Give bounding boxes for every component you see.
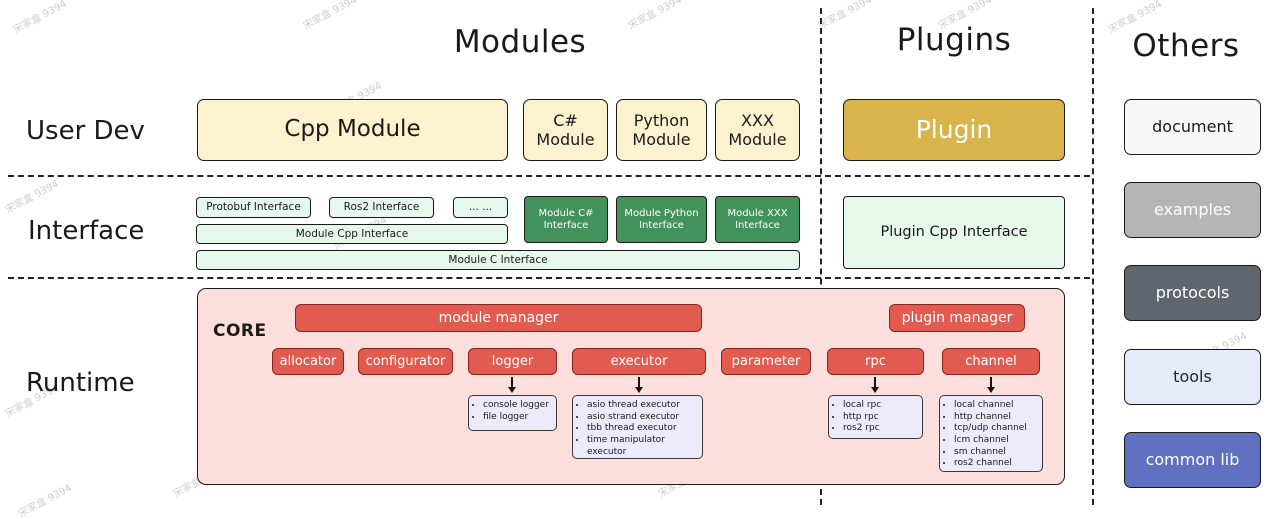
row-label-runtime: Runtime <box>26 368 135 398</box>
logger-arrow-icon <box>507 377 516 393</box>
cpp-module-box: Cpp Module <box>197 99 508 161</box>
watermark: 宋家盒 9394 <box>3 178 61 216</box>
ros2-interface-box: Ros2 Interface <box>329 197 434 218</box>
list-item: time manipulator executor <box>587 435 699 458</box>
csharp-module-box: C# Module <box>523 99 608 161</box>
list-item: ros2 rpc <box>843 423 881 435</box>
divider-userdev-interface <box>8 175 1090 177</box>
watermark: 宋家盒 9394 <box>16 482 74 519</box>
core-label: CORE <box>213 321 267 341</box>
list-item: console logger <box>483 400 549 412</box>
list-item: http rpc <box>843 412 881 424</box>
divider-plugins-others <box>1092 8 1094 505</box>
others-common-lib-box: common lib <box>1124 432 1261 488</box>
others-examples-box: examples <box>1124 182 1261 238</box>
channel-box: channel <box>942 348 1040 375</box>
list-item: local channel <box>954 400 1027 412</box>
channel-arrow-icon <box>986 377 995 393</box>
column-title-others: Others <box>1132 28 1240 64</box>
watermark: 宋家盒 9394 <box>11 0 69 36</box>
rpc-arrow-icon <box>870 377 879 393</box>
list-item: asio thread executor <box>587 400 699 412</box>
plugin-manager-box: plugin manager <box>889 304 1025 332</box>
others-tools-box: tools <box>1124 349 1261 405</box>
logger-backends-list: console logger file logger <box>468 395 557 431</box>
list-item: tcp/udp channel <box>954 423 1027 435</box>
rpc-box: rpc <box>827 348 924 375</box>
row-label-user-dev: User Dev <box>26 116 145 146</box>
column-title-modules: Modules <box>453 24 587 60</box>
others-protocols-box: protocols <box>1124 265 1261 321</box>
executor-backends-list: asio thread executor asio strand executo… <box>572 395 703 459</box>
module-python-interface-box: Module Python Interface <box>616 196 707 243</box>
python-module-box: Python Module <box>616 99 707 161</box>
channel-backends-list: local channel http channel tcp/udp chann… <box>939 395 1043 472</box>
list-item: local rpc <box>843 400 881 412</box>
watermark: 宋家盒 9394 <box>301 0 359 32</box>
parameter-box: parameter <box>721 348 811 375</box>
allocator-box: allocator <box>272 348 344 375</box>
module-manager-box: module manager <box>295 304 702 332</box>
divider-interface-runtime <box>8 277 1090 279</box>
module-c-interface-box: Module C Interface <box>196 250 800 270</box>
list-item: file logger <box>483 412 549 424</box>
executor-arrow-icon <box>634 377 643 393</box>
list-item: asio strand executor <box>587 412 699 424</box>
column-title-plugins: Plugins <box>896 22 1012 58</box>
protobuf-interface-box: Protobuf Interface <box>196 197 311 218</box>
list-item: tbb thread executor <box>587 423 699 435</box>
module-csharp-interface-box: Module C# Interface <box>524 196 608 243</box>
row-label-interface: Interface <box>28 216 145 246</box>
ellipsis-interface-box: ... ... <box>453 197 508 218</box>
xxx-module-box: XXX Module <box>715 99 800 161</box>
logger-box: logger <box>468 348 557 375</box>
rpc-backends-list: local rpc http rpc ros2 rpc <box>828 395 923 439</box>
list-item: ros2 channel <box>954 458 1027 470</box>
watermark: 宋家盒 9394 <box>816 0 874 32</box>
module-cpp-interface-box: Module Cpp Interface <box>196 224 508 244</box>
watermark: 宋家盒 9394 <box>626 0 684 32</box>
others-document-box: document <box>1124 99 1261 155</box>
core-container: CORE module manager plugin manager alloc… <box>197 288 1065 485</box>
list-item: lcm channel <box>954 435 1027 447</box>
module-xxx-interface-box: Module XXX Interface <box>715 196 800 243</box>
plugin-box: Plugin <box>843 99 1065 161</box>
divider-modules-plugins <box>820 8 822 505</box>
configurator-box: configurator <box>358 348 453 375</box>
plugin-cpp-interface-box: Plugin Cpp Interface <box>843 196 1065 269</box>
list-item: sm channel <box>954 447 1027 459</box>
list-item: http channel <box>954 412 1027 424</box>
executor-box: executor <box>572 348 706 375</box>
